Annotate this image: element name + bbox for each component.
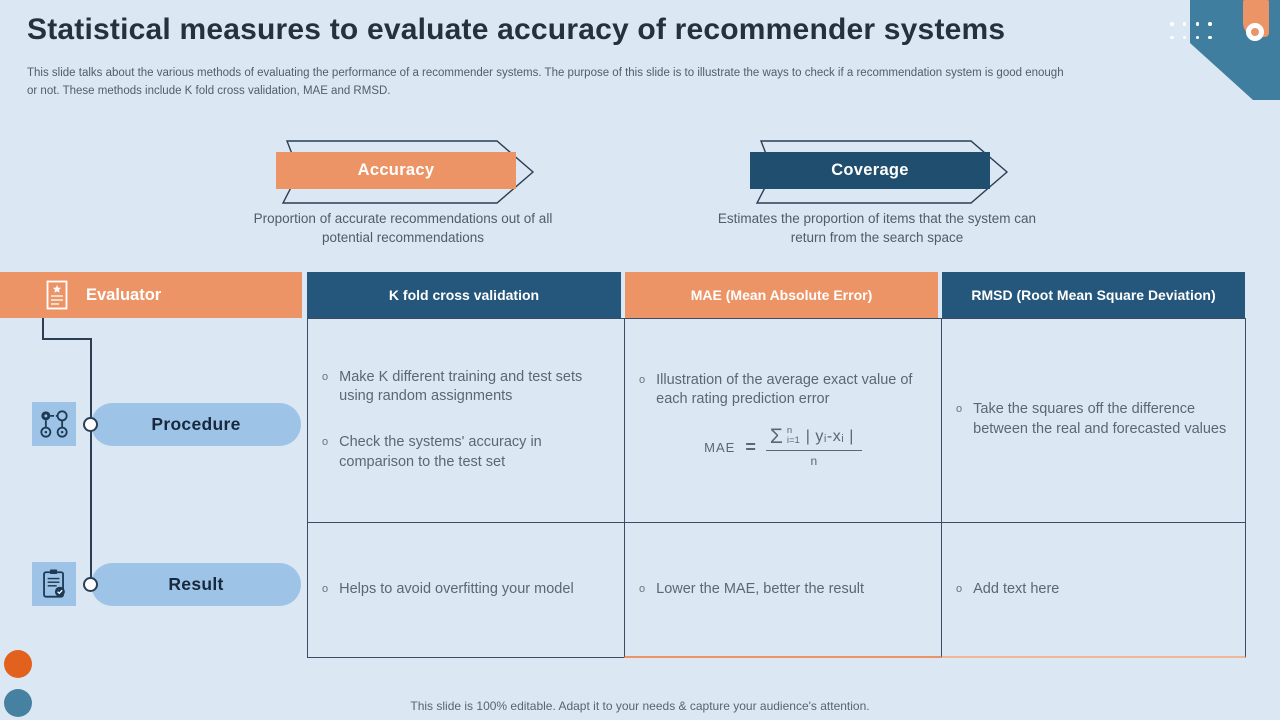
- bullet-text: Make K different training and test sets …: [339, 368, 583, 405]
- cell-result-kfold[interactable]: o Helps to avoid overfitting your model: [322, 524, 612, 656]
- table-column-rmsd: [941, 318, 1246, 658]
- column-header-kfold[interactable]: K fold cross validation: [307, 272, 621, 318]
- sigma-lower-limit: i=1: [786, 435, 800, 447]
- bullet-text: Illustration of the average exact value …: [656, 371, 913, 408]
- row-label-procedure[interactable]: Procedure: [91, 403, 301, 446]
- clipboard-check-icon: [43, 569, 65, 598]
- bullet-text: Lower the MAE, better the result: [656, 581, 865, 598]
- accuracy-banner-fill[interactable]: Accuracy: [276, 152, 516, 189]
- formula-numerator: | yᵢ-xᵢ |: [805, 427, 854, 445]
- bullet-text: Check the systems' accuracy in compariso…: [339, 434, 542, 470]
- list-item: o Helps to avoid overfitting your model: [322, 580, 612, 600]
- sigma-symbol: Σ: [769, 424, 783, 448]
- evaluation-sheet-icon: [46, 280, 68, 310]
- cell-procedure-kfold[interactable]: o Make K different training and test set…: [322, 322, 612, 518]
- bullet-marker: o: [322, 583, 329, 596]
- accuracy-banner[interactable]: Accuracy: [256, 136, 541, 206]
- coverage-banner-label: Coverage: [831, 161, 909, 179]
- formula-lhs: MAE: [704, 439, 736, 455]
- corner-ring-icon: [1246, 23, 1264, 41]
- accuracy-banner-label: Accuracy: [357, 161, 435, 179]
- connector-line: [90, 338, 92, 585]
- cell-procedure-mae[interactable]: o Illustration of the average exact valu…: [639, 322, 927, 518]
- bullet-marker: o: [639, 373, 646, 386]
- row-label-result[interactable]: Result: [91, 563, 301, 606]
- coverage-banner-fill[interactable]: Coverage: [750, 152, 990, 189]
- bullet-text: Take the squares off the difference betw…: [973, 401, 1227, 437]
- coverage-banner[interactable]: Coverage: [730, 136, 1015, 206]
- bullet-marker: o: [322, 370, 329, 383]
- result-label: Result: [168, 574, 224, 594]
- kfold-header-label: K fold cross validation: [388, 287, 540, 303]
- cell-result-mae[interactable]: o Lower the MAE, better the result: [639, 524, 927, 656]
- list-item: o Illustration of the average exact valu…: [639, 371, 927, 410]
- connector-line: [42, 318, 44, 339]
- bullet-marker: o: [956, 403, 963, 416]
- list-item: o Add text here: [956, 580, 1228, 600]
- list-item: o Make K different training and test set…: [322, 368, 612, 407]
- list-item: o Check the systems' accuracy in compari…: [322, 433, 612, 472]
- workflow-nodes-icon: [40, 410, 68, 438]
- bullet-marker: o: [322, 436, 329, 448]
- list-item: o Lower the MAE, better the result: [639, 580, 927, 600]
- corner-dots-pattern: [1170, 22, 1214, 42]
- page-title: Statistical measures to evaluate accurac…: [27, 13, 1006, 46]
- column-header-mae[interactable]: MAE (Mean Absolute Error): [625, 272, 938, 318]
- slide-footer-note: This slide is 100% editable. Adapt it to…: [410, 699, 870, 713]
- column-header-rmsd[interactable]: RMSD (Root Mean Square Deviation): [942, 272, 1245, 318]
- accuracy-description: Proportion of accurate recommendations o…: [253, 211, 553, 245]
- bullet-marker: o: [639, 583, 646, 596]
- procedure-label: Procedure: [151, 414, 241, 434]
- connector-node: [83, 417, 98, 432]
- mae-header-label: MAE (Mean Absolute Error): [690, 287, 873, 303]
- result-icon-tile: [32, 562, 76, 606]
- cell-result-rmsd[interactable]: o Add text here: [956, 524, 1228, 656]
- evaluator-header-label: Evaluator: [86, 285, 162, 304]
- coverage-description: Estimates the proportion of items that t…: [717, 211, 1037, 245]
- decorative-teal-dot: [4, 689, 32, 717]
- formula-equals: =: [745, 437, 756, 458]
- connector-node: [83, 577, 98, 592]
- mae-formula: MAE = Σ n i=1 | yᵢ-xᵢ | n: [639, 424, 927, 470]
- formula-fraction: Σ n i=1 | yᵢ-xᵢ | n: [765, 424, 862, 470]
- connector-line: [42, 338, 91, 340]
- procedure-icon-tile: [32, 402, 76, 446]
- bullet-marker: o: [956, 583, 963, 596]
- table-row-divider: [307, 522, 1246, 523]
- decorative-orange-dot: [4, 650, 32, 678]
- sigma-upper-limit: n: [786, 425, 793, 437]
- evaluator-header[interactable]: Evaluator: [0, 272, 302, 318]
- list-item: o Take the squares off the difference be…: [956, 400, 1228, 439]
- cell-procedure-rmsd[interactable]: o Take the squares off the difference be…: [956, 322, 1228, 518]
- formula-denominator: n: [810, 454, 818, 469]
- slide-subtitle: This slide talks about the various metho…: [27, 67, 1064, 98]
- bullet-text: Helps to avoid overfitting your model: [339, 581, 574, 598]
- rmsd-header-label: RMSD (Root Mean Square Deviation): [971, 287, 1216, 303]
- bullet-text: Add text here: [973, 581, 1060, 598]
